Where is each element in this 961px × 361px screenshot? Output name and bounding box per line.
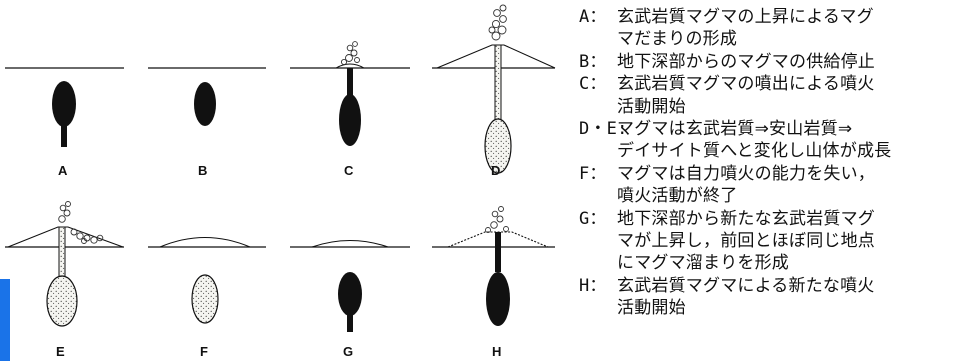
legend-key: G： xyxy=(579,208,617,275)
legend-item-b: B： 地下深部からのマグマの供給停止 xyxy=(579,51,959,73)
magma-chamber-dark xyxy=(339,94,361,146)
legend-text: 地下深部からのマグマの供給停止 xyxy=(617,51,959,73)
panel-label: D xyxy=(491,163,500,178)
panel-a: A xyxy=(5,68,124,178)
legend-line: 玄武岩質マグマによる新たな噴火 xyxy=(617,275,959,297)
magma-chamber-dark xyxy=(52,81,76,127)
legend-key: A： xyxy=(579,6,617,51)
legend-item-g: G： 地下深部から新たな玄武岩質マグ マが上昇し，前回とほぼ同じ地点 にマグマ溜… xyxy=(579,208,959,275)
panel-c: C xyxy=(290,42,410,178)
edge-accent-bar xyxy=(0,279,10,361)
legend-key: C： xyxy=(579,73,617,118)
conduit xyxy=(59,227,65,281)
legend-text: 玄武岩質マグマの噴出による噴火 活動開始 xyxy=(617,73,959,118)
legend-key: B： xyxy=(579,51,617,73)
legend-text: マグマは玄武岩質⇒安山岩質⇒ デイサイト質へと変化し山体が成長 xyxy=(617,118,959,163)
eruption-plume xyxy=(486,207,509,233)
legend-key: F： xyxy=(579,163,617,208)
magma-chamber-dark xyxy=(338,272,362,316)
conduit xyxy=(495,45,501,125)
legend-text: 地下深部から新たな玄武岩質マグ マが上昇し，前回とほぼ同じ地点 にマグマ溜まりを… xyxy=(617,208,959,275)
legend-text: 玄武岩質マグマの上昇によるマグ マだまりの形成 xyxy=(617,6,959,51)
panel-f: F xyxy=(148,238,266,360)
legend-line: マグマは玄武岩質⇒安山岩質⇒ xyxy=(617,118,959,140)
magma-chamber-stippled xyxy=(47,276,77,326)
panel-label: A xyxy=(58,163,68,178)
legend-item-de: D・E: マグマは玄武岩質⇒安山岩質⇒ デイサイト質へと変化し山体が成長 xyxy=(579,118,959,163)
panel-b: B xyxy=(148,68,266,178)
panel-d: D xyxy=(432,5,555,178)
panel-e: E xyxy=(5,202,124,360)
panel-label: E xyxy=(56,344,65,359)
eruption-plume xyxy=(59,202,71,223)
legend-line: マグマは自力噴火の能力を失い， xyxy=(617,163,959,185)
magma-chamber-dark xyxy=(194,82,216,126)
panel-label: G xyxy=(343,344,353,359)
low-mound xyxy=(312,241,388,248)
legend-line: 地下深部からのマグマの供給停止 xyxy=(617,51,959,73)
legend-key: D・E: xyxy=(579,118,617,163)
eruption-plume xyxy=(341,42,359,65)
legend-line: にマグマ溜まりを形成 xyxy=(617,252,959,274)
lava-flow xyxy=(71,229,103,244)
legend-line: 地下深部から新たな玄武岩質マグ xyxy=(617,208,959,230)
legend-line: マが上昇し，前回とほぼ同じ地点 xyxy=(617,230,959,252)
legend-line: デイサイト質へと変化し山体が成長 xyxy=(617,140,959,162)
magma-chamber-stippled xyxy=(192,275,218,323)
eruption-plume xyxy=(489,5,506,40)
legend-text: 玄武岩質マグマによる新たな噴火 活動開始 xyxy=(617,275,959,320)
panel-label: C xyxy=(344,163,354,178)
magma-chamber-dark xyxy=(486,272,510,326)
legend-item-f: F： マグマは自力噴火の能力を失い， 噴火活動が終了 xyxy=(579,163,959,208)
panel-label: F xyxy=(200,344,208,359)
legend-item-a: A： 玄武岩質マグマの上昇によるマグ マだまりの形成 xyxy=(579,6,959,51)
feeder-dike xyxy=(495,232,501,272)
panel-label: H xyxy=(492,344,501,359)
legend-line: 玄武岩質マグマの上昇によるマグ xyxy=(617,6,959,28)
legend-item-c: C： 玄武岩質マグマの噴出による噴火 活動開始 xyxy=(579,73,959,118)
legend-line: 活動開始 xyxy=(617,297,959,319)
legend-key: H： xyxy=(579,275,617,320)
feeder-dike xyxy=(61,124,67,147)
legend-line: マだまりの形成 xyxy=(617,28,959,50)
volcano-stage-diagram: A B C D xyxy=(0,0,575,361)
legend-text: マグマは自力噴火の能力を失い， 噴火活動が終了 xyxy=(617,163,959,208)
panel-label: B xyxy=(198,163,207,178)
feeder-dike xyxy=(347,312,353,332)
low-mound xyxy=(160,238,250,248)
legend-line: 活動開始 xyxy=(617,96,959,118)
legend-item-h: H： 玄武岩質マグマによる新たな噴火 活動開始 xyxy=(579,275,959,320)
legend-line: 玄武岩質マグマの噴出による噴火 xyxy=(617,73,959,95)
stage-legend: A： 玄武岩質マグマの上昇によるマグ マだまりの形成 B： 地下深部からのマグマ… xyxy=(579,6,959,320)
legend-line: 噴火活動が終了 xyxy=(617,185,959,207)
panel-g: G xyxy=(290,241,410,360)
panel-h: H xyxy=(432,207,555,360)
